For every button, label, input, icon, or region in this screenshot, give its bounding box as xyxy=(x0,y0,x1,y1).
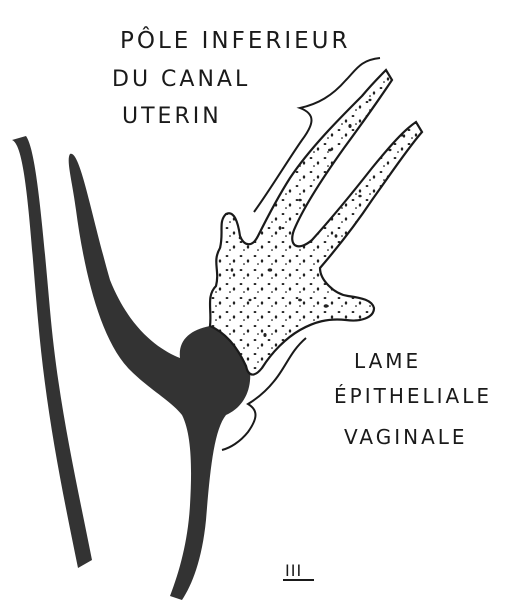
label-lame: LAME xyxy=(354,351,421,371)
epithelial-mass xyxy=(210,70,422,375)
label-uterin: UTERIN xyxy=(122,106,222,128)
label-epitheliale: ÉPITHELIALE xyxy=(334,386,492,406)
figure-number: III xyxy=(285,563,302,579)
label-du-canal: DU CANAL xyxy=(112,69,250,91)
label-vaginale: VAGINALE xyxy=(344,427,468,447)
label-pole-inferieur: PÔLE INFERIEUR xyxy=(120,30,351,53)
